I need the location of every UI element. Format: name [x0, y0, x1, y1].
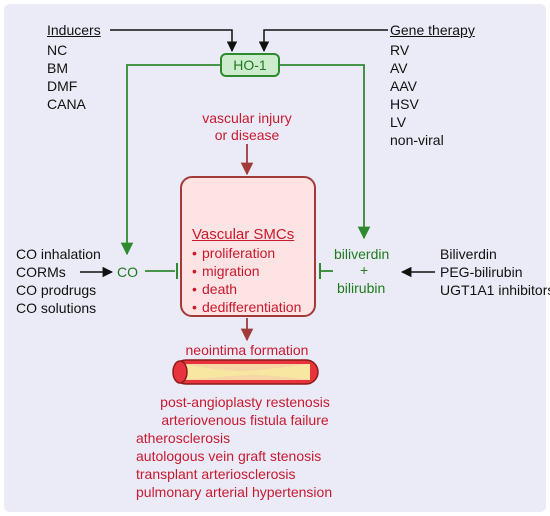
bullet-icon: • [192, 245, 197, 261]
gene-therapy-item: AV [390, 60, 408, 76]
smc-bullet-text: dedifferentiation [202, 299, 302, 315]
inducer-item: DMF [47, 78, 78, 94]
smc-bullet: • death [192, 280, 301, 298]
bili-source-item: PEG-bilirubin [440, 264, 523, 280]
vascular-injury-line1: vascular injury [202, 110, 292, 126]
smc-bullet: • dedifferentiation [192, 298, 301, 316]
bili-source-item: UGT1A1 inhibitors [440, 282, 550, 298]
smc-bullet: • proliferation [192, 244, 301, 262]
disease-item: pulmonary arterial hypertension [136, 484, 333, 500]
disease-item: arteriovenous fistula failure [161, 412, 329, 428]
smc-bullet: • migration [192, 262, 301, 280]
disease-item: autologous vein graft stenosis [136, 448, 322, 464]
inducer-item: BM [47, 60, 68, 76]
inducers-title: Inducers [47, 22, 101, 38]
smc-title: Vascular SMCs [192, 226, 295, 243]
co-source-item: CORMs [16, 264, 66, 280]
inducer-item: CANA [47, 96, 86, 112]
bullet-icon: • [192, 299, 197, 315]
inducer-item: NC [47, 42, 68, 58]
vessel-illustration [172, 359, 319, 385]
ho1-node: HO-1 [220, 53, 280, 77]
smc-bullet-text: death [202, 281, 238, 297]
smc-bullet-list: • proliferation • migration • death • dediff… [192, 244, 301, 316]
gene-therapy-item: HSV [390, 96, 419, 112]
disease-item: post-angioplasty restenosis [160, 394, 330, 410]
co-source-item: CO solutions [16, 300, 97, 316]
bilirubin-label: bilirubin [337, 280, 386, 296]
gene-therapy-item: LV [390, 114, 407, 130]
gene-therapy-item: RV [390, 42, 410, 58]
co-label: CO [117, 264, 138, 280]
vascular-injury-line2: or disease [214, 127, 280, 143]
gene-therapy-item: AAV [390, 78, 417, 94]
neointima-label: neointima formation [185, 342, 309, 358]
plus-label: + [360, 262, 369, 278]
co-source-item: CO prodrugs [16, 282, 97, 298]
co-source-item: CO inhalation [16, 246, 101, 262]
gene-therapy-item: non-viral [390, 132, 444, 148]
gene-therapy-title: Gene therapy [390, 22, 475, 38]
inducers-arrow [110, 29, 238, 53]
smc-box [180, 176, 316, 317]
smc-bullet-text: migration [202, 263, 260, 279]
biliverdin-label: biliverdin [334, 246, 390, 262]
gene-therapy-arrow [258, 29, 388, 53]
bullet-icon: • [192, 281, 197, 297]
bullet-icon: • [192, 263, 197, 279]
ho1-to-co-arrow [120, 64, 220, 256]
ho1-to-biliverdin-arrow [280, 64, 371, 240]
smc-bullet-text: proliferation [202, 245, 276, 261]
bili-source-item: Biliverdin [440, 246, 497, 262]
disease-item: transplant arteriosclerosis [136, 466, 296, 482]
disease-item: atherosclerosis [136, 430, 231, 446]
